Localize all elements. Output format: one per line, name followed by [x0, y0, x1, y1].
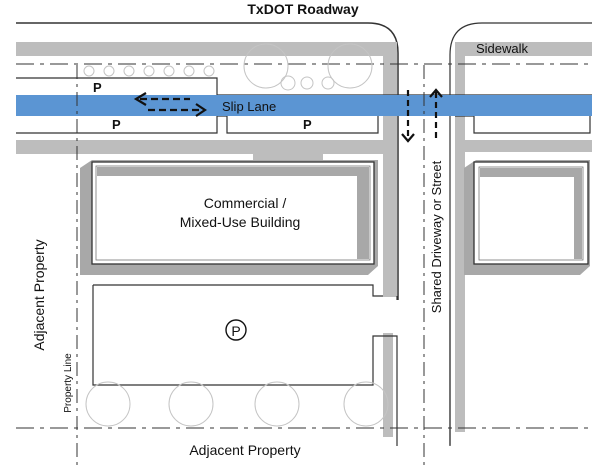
adjacent-property-bottom-label: Adjacent Property	[189, 442, 300, 458]
sidewalk-top-left	[16, 42, 396, 56]
title-txdot-roadway: TxDOT Roadway	[247, 1, 358, 17]
parking-strip-top-left	[16, 77, 218, 95]
roadway-edge-left	[16, 22, 399, 300]
shared-driveway-label: Shared Driveway or Street	[429, 160, 444, 313]
commercial-building: Commercial / Mixed-Use Building	[80, 160, 378, 275]
parking-lot: P	[92, 284, 398, 446]
sidewalk-top-right	[465, 42, 592, 56]
sidewalk-lower-left-vertical	[383, 333, 393, 437]
sidewalk-label: Sidewalk	[476, 41, 529, 56]
parking-strip-bottom-left	[16, 115, 379, 134]
sidewalk-vertical-right	[455, 42, 465, 432]
tree-row-bottom	[85, 381, 389, 427]
parking-lot-symbol: P	[231, 323, 240, 339]
parking-lot-symbol-circle	[225, 319, 247, 341]
sidewalk-connector	[253, 152, 323, 162]
tree-row-top	[83, 43, 373, 91]
parking-label-bottom-right: P	[303, 117, 312, 132]
building-label-line2: Mixed-Use Building	[180, 214, 301, 230]
parking-label-top-left: P	[93, 80, 102, 95]
adjacent-property-left-label: Adjacent Property	[31, 239, 47, 350]
slip-lane-label: Slip Lane	[222, 99, 276, 114]
adjacent-building-right	[464, 160, 590, 275]
sidewalk-mid-left	[16, 140, 383, 154]
slip-lane-arrows	[133, 92, 207, 117]
roadway-edge-right	[449, 22, 592, 445]
property-line-label: Property Line	[63, 353, 74, 413]
building-label-line1: Commercial /	[204, 195, 287, 211]
parking-label-bottom-left: P	[112, 117, 121, 132]
slip-lane	[16, 95, 592, 116]
sidewalk-mid-right	[465, 140, 592, 152]
driveway-arrows	[401, 88, 443, 143]
sidewalk-vertical-left	[383, 42, 397, 297]
parking-strip-right	[455, 115, 591, 134]
